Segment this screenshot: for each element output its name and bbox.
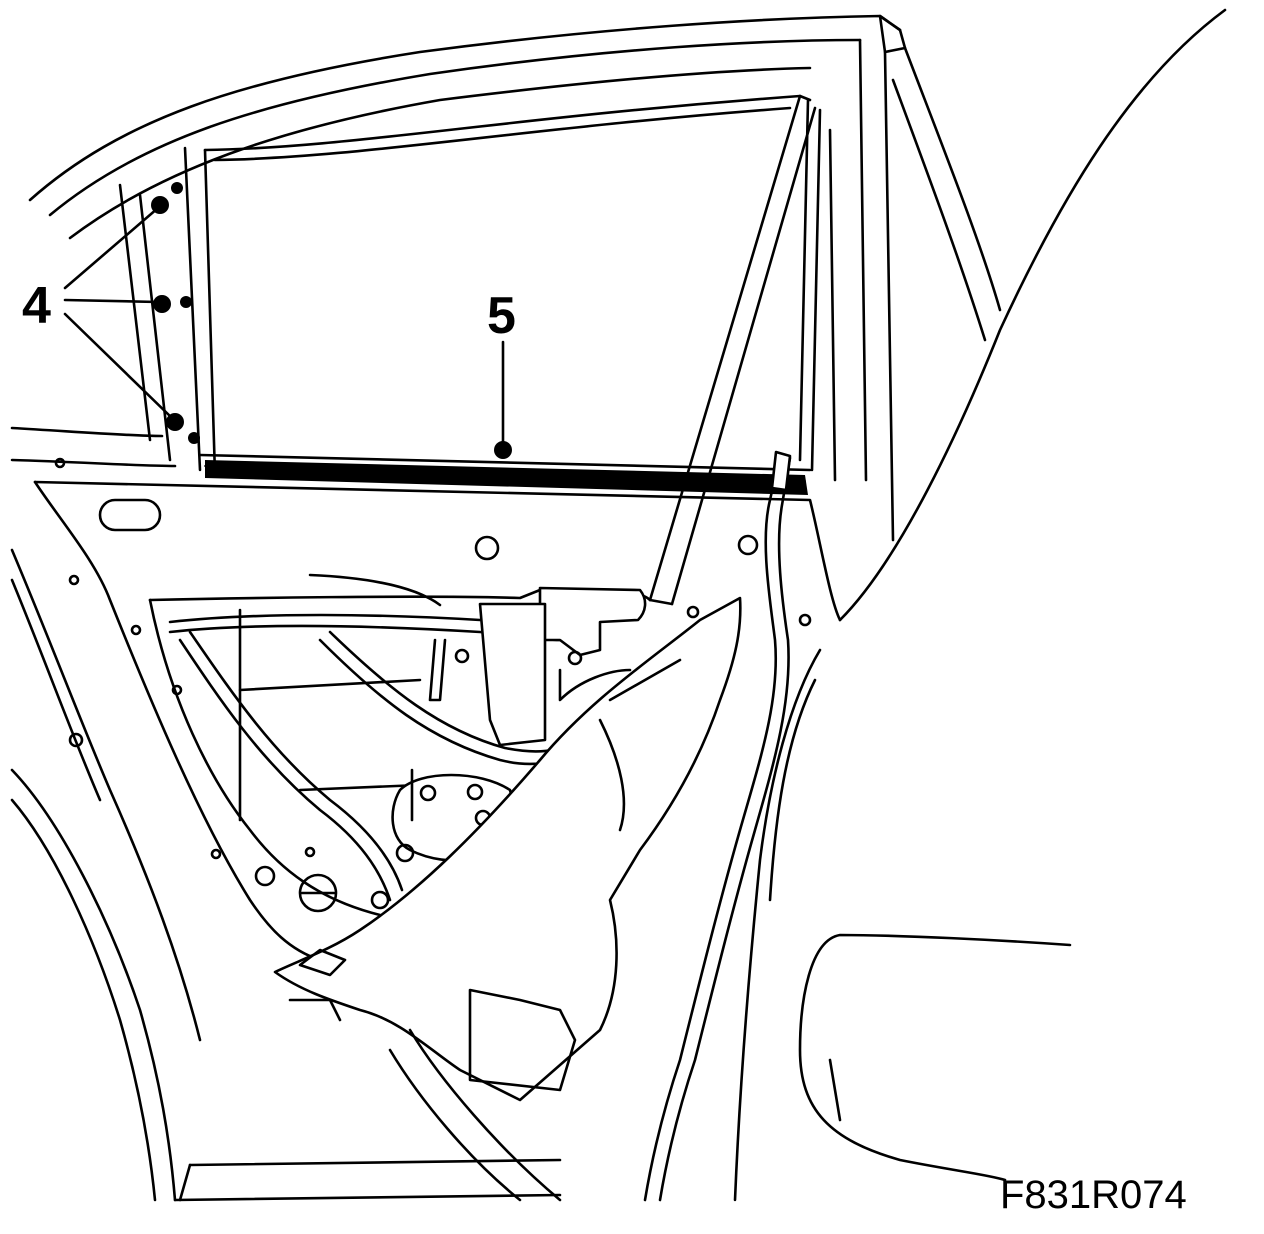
mounting-holes bbox=[54, 457, 812, 913]
window-guide-rail bbox=[648, 94, 837, 606]
callout-5-label: 5 bbox=[487, 287, 516, 345]
lock-rod bbox=[643, 450, 792, 1202]
door-window-frame bbox=[10, 14, 1002, 542]
window-regulator bbox=[168, 573, 647, 910]
vapor-barrier-foil bbox=[273, 596, 742, 1202]
window-glass-strip bbox=[198, 453, 812, 495]
callout-4-bolts bbox=[63, 182, 200, 444]
callout-5-leader bbox=[494, 340, 512, 459]
door-seal bbox=[733, 8, 1227, 1202]
callout-4-label: 4 bbox=[22, 277, 51, 335]
figure-code: F831R074 bbox=[1000, 1173, 1187, 1217]
